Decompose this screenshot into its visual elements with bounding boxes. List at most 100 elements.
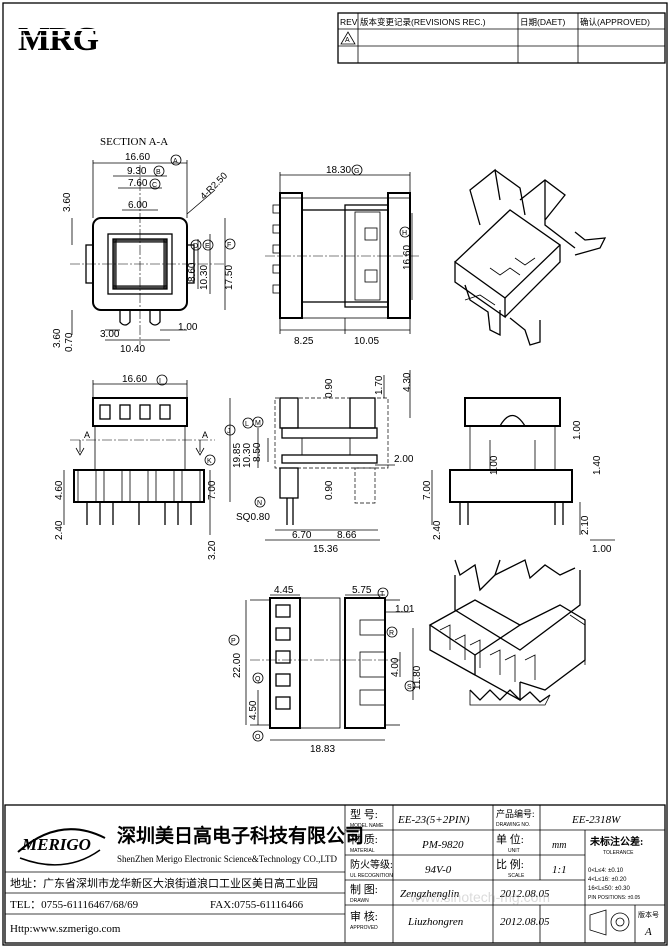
merigo-logo-text: MERIGO xyxy=(21,835,91,854)
scale-label-en: SCALE xyxy=(508,873,525,879)
marker-e: E xyxy=(205,243,210,250)
dim-6-70: 6.70 xyxy=(292,530,312,541)
company-website: Http:www.szmerigo.com xyxy=(10,923,121,935)
view-middle-section: 0.90 1.70 4.30 8.50 10.30 2.00 0.90 SQ0.… xyxy=(236,370,414,555)
company-fax: FAX:0755-61116466 xyxy=(210,899,304,911)
tolerance-4: PIN POSITIONS: ±0.05 xyxy=(588,895,640,901)
scale-label-cn: 比 例: xyxy=(496,857,524,871)
dim-8-25: 8.25 xyxy=(294,336,314,347)
flame-value: 94V-0 xyxy=(425,864,452,876)
marker-k: K xyxy=(207,458,212,465)
company-address: 地址：广东省深圳市龙华新区大浪街道浪口工业区美日高工业园 xyxy=(10,876,318,890)
material-value: PM-9820 xyxy=(421,839,464,851)
dim-1-00-right-bottom: 1.00 xyxy=(592,544,612,555)
dim-1-40: 1.40 xyxy=(592,455,603,475)
dim-2-00: 2.00 xyxy=(394,454,414,465)
marker-r: R xyxy=(389,630,394,637)
marker-p: P xyxy=(231,638,236,645)
marker-i: I xyxy=(159,378,161,385)
tolerance-label-en: TOLERANCE xyxy=(603,850,634,856)
company-name-cn: 深圳美日高电子科技有限公司 xyxy=(117,824,364,847)
section-letter-left: A xyxy=(84,430,90,440)
dim-5-75: 5.75 xyxy=(352,585,372,596)
date-header: 日期(DAET) xyxy=(520,17,566,27)
marker-b: B xyxy=(156,169,161,176)
dim-4-30: 4.30 xyxy=(402,372,413,392)
dim-16-60: 16.60 xyxy=(125,152,150,163)
view-top-section: 16.60 9.30 7.60 6.00 4-R2.50 3.60 8.60 1… xyxy=(52,152,236,355)
watermark-text: www.sinotech-mg.com xyxy=(409,889,550,905)
dim-3-60-top: 3.60 xyxy=(62,192,73,212)
dim-0-70: 0.70 xyxy=(64,332,75,352)
approved-header: 确认(APPROVED) xyxy=(580,17,650,27)
dim-7-60: 7.60 xyxy=(128,178,148,189)
dim-1-00: 1.00 xyxy=(178,322,198,333)
tolerance-3: 16<L≤50: ±0.30 xyxy=(588,886,630,892)
dim-11-80: 11.80 xyxy=(412,665,423,690)
tolerance-2: 4<L≤16: ±0.20 xyxy=(588,877,627,883)
marker-q: Q xyxy=(255,676,261,683)
company-tel: TEL：0755-61116467/68/69 xyxy=(10,899,139,911)
dim-10-05: 10.05 xyxy=(354,336,379,347)
dim-1-70: 1.70 xyxy=(374,375,385,395)
flame-label-en: UL RECOGNITION xyxy=(350,873,393,879)
dim-8-66: 8.66 xyxy=(337,530,357,541)
dim-18-83: 18.83 xyxy=(310,744,335,755)
dim-10-40: 10.40 xyxy=(120,344,145,355)
scale-value: 1:1 xyxy=(552,864,567,876)
version-label: 版本号 xyxy=(638,910,659,919)
marker-n: N xyxy=(257,500,262,507)
dim-2-40-front: 2.40 xyxy=(54,520,65,540)
mrg-logo: MRG xyxy=(16,21,122,58)
unit-value: mm xyxy=(552,840,566,851)
drawn-date: 2012.08.05 xyxy=(500,888,550,900)
marker-l: L xyxy=(245,421,249,428)
view-side: 18.30 16.60 8.25 10.05 G H xyxy=(265,164,420,347)
drawing-no-value: EE-2318W xyxy=(571,814,621,826)
model-label-cn: 型 号: xyxy=(350,807,378,821)
marker-j: J xyxy=(227,428,231,435)
section-title: SECTION A-A xyxy=(100,136,168,148)
dim-10-30: 10.30 xyxy=(199,265,210,290)
dim-7-00-front: 7.00 xyxy=(207,480,218,500)
title-block: MERIGO 深圳美日高电子科技有限公司 ShenZhen Merigo Ele… xyxy=(4,804,666,944)
approved-label-cn: 审 核: xyxy=(350,909,378,923)
view-isometric-bottom xyxy=(428,559,586,706)
marker-m: M xyxy=(255,420,261,427)
dim-16-60-side: 16.60 xyxy=(402,245,413,270)
version-value: A xyxy=(644,926,652,938)
dim-16-60-front: 16.60 xyxy=(122,374,147,385)
rev-header: REV xyxy=(340,17,358,27)
dim-9-30: 9.30 xyxy=(127,166,147,177)
dim-22-00: 22.00 xyxy=(232,653,243,678)
unit-label-cn: 单 位: xyxy=(496,832,524,846)
dim-0-90-bottom: 0.90 xyxy=(324,480,335,500)
material-label-cn: 材 质: xyxy=(350,832,378,846)
unit-label-en: UNIT xyxy=(508,848,520,854)
marker-s: S xyxy=(407,684,412,691)
dim-1-00-right-mid: 1.00 xyxy=(489,455,500,475)
approved-value: Liuzhongren xyxy=(407,916,464,928)
model-label-en: MODEL NAME xyxy=(350,823,384,829)
marker-h: H xyxy=(402,230,407,237)
mrg-logo-text: MRG xyxy=(18,21,99,58)
projection-symbol-icon xyxy=(589,909,630,936)
dim-7-00-right: 7.00 xyxy=(422,480,433,500)
material-label-en: MATERIAL xyxy=(350,848,375,854)
dim-sq0-80: SQ0.80 xyxy=(236,512,270,523)
dim-4-45: 4.45 xyxy=(274,585,294,596)
section-letter-right: A xyxy=(202,430,208,440)
tolerance-1: 0<L≤4: ±0.10 xyxy=(588,868,624,874)
approved-date: 2012.08.05 xyxy=(500,916,550,928)
view-bottom: 4.45 22.00 4.50 18.83 5.75 1.01 4.00 11.… xyxy=(228,585,423,755)
tolerance-label-cn: 未标注公差: xyxy=(589,835,643,848)
merigo-logo: MERIGO xyxy=(17,828,106,866)
dim-3-20: 3.20 xyxy=(207,540,218,560)
dim-1-01: 1.01 xyxy=(395,604,415,615)
view-front: A A 16.60 19.85 4.60 7.00 2.40 3.20 I J … xyxy=(54,374,243,560)
dim-4-r2-50: 4-R2.50 xyxy=(198,170,230,202)
company-name-en: ShenZhen Merigo Electronic Science&Techn… xyxy=(117,854,337,864)
